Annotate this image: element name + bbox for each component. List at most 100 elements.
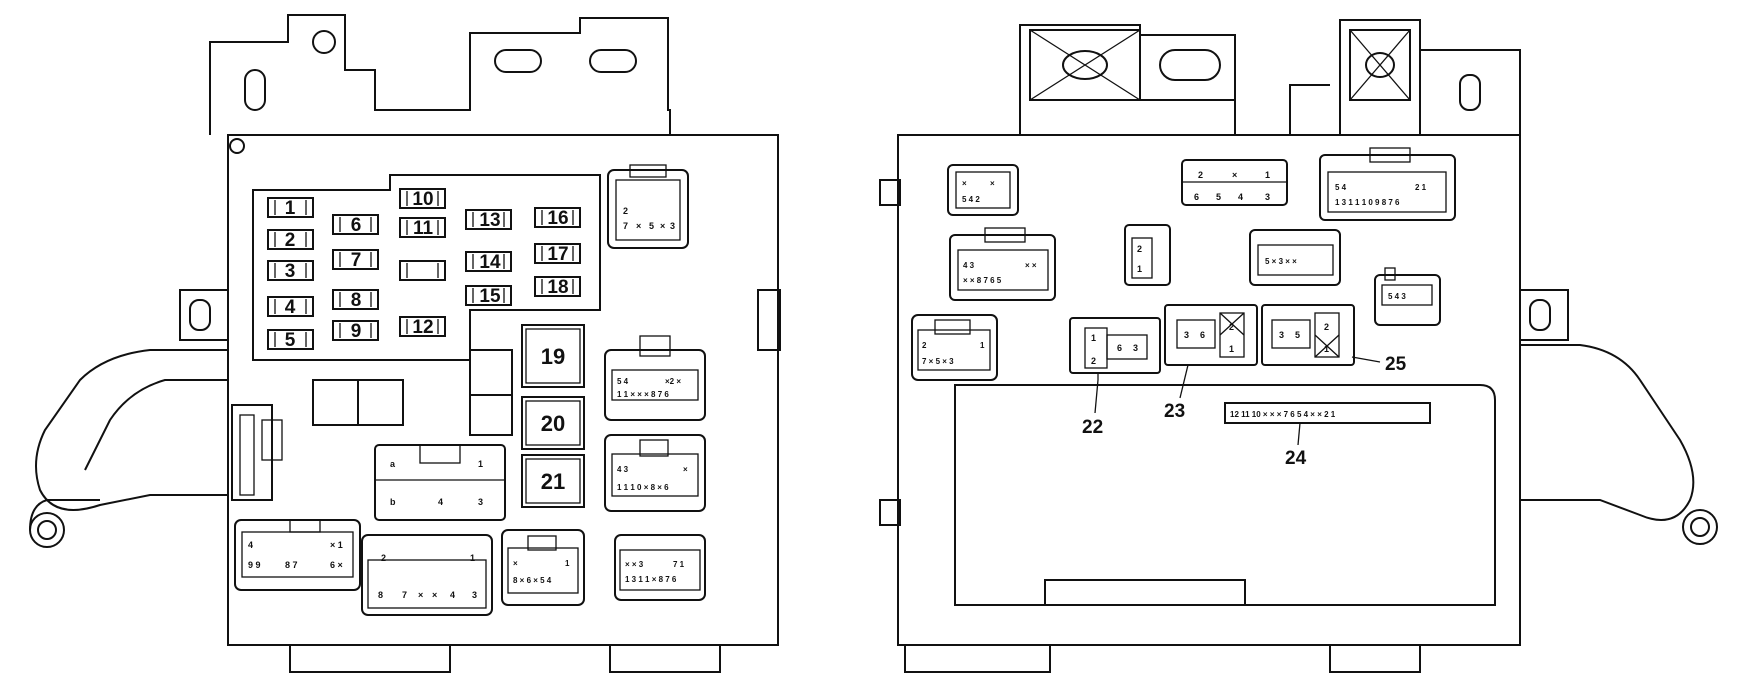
fuse-3: 3 (267, 260, 314, 282)
fuse-group: 1 2 3 4 5 6 7 8 9 10 11 12 13 14 15 16 1… (267, 188, 581, 351)
pin-label: 5 (1216, 192, 1221, 202)
pin-label: 3 (1133, 343, 1138, 353)
connector-bottom-large: 2 1 8 7 × × 4 3 (361, 534, 493, 616)
svg-text:3: 3 (670, 221, 675, 231)
pin-label: 2 (381, 553, 386, 563)
fuse-18: 18 (534, 276, 581, 298)
svg-text:× × 3: × × 3 (625, 560, 644, 569)
fuse-label: 17 (547, 244, 568, 265)
svg-text:2: 2 (1137, 244, 1142, 254)
pin-label: 2 (1198, 170, 1203, 180)
pin-label: 12 11 10 × × × 7 6 5 4 × × 2 1 (1230, 410, 1336, 419)
pin-label: 3 (478, 497, 483, 507)
svg-text:4: 4 (248, 540, 253, 550)
svg-text:1: 1 (565, 559, 570, 568)
callout-23: 23 (1164, 401, 1185, 422)
fuse-label: 11 (413, 218, 434, 239)
connector-r1: ×× 5 4 2 (947, 164, 1019, 216)
relay-label: 19 (541, 344, 565, 369)
svg-text:1 3 1 1 1 0 9 8 7 6: 1 3 1 1 1 0 9 8 7 6 (1335, 198, 1400, 207)
svg-text:5 4 2: 5 4 2 (962, 195, 980, 204)
pin-label: 1 (478, 459, 483, 469)
relay-21: 21 (521, 454, 585, 508)
pin-label: 1 (470, 553, 475, 563)
connector-22: 1 2 6 3 (1069, 317, 1161, 380)
fuse-label: 10 (412, 189, 433, 210)
svg-text:1 1 1 0 × 8 × 6: 1 1 1 0 × 8 × 6 (617, 483, 669, 492)
fuse-13: 13 (465, 209, 512, 231)
connector-24: 12 11 10 × × × 7 6 5 4 × × 2 1 (1224, 402, 1431, 424)
fuse-10: 10 (399, 188, 446, 210)
pin-label: 1 (1091, 333, 1096, 343)
svg-text:2: 2 (623, 206, 628, 216)
pin-label: 4 (1238, 192, 1243, 202)
relay-19: 19 (521, 324, 585, 388)
svg-text:5 4: 5 4 (617, 377, 629, 386)
svg-text:×: × (660, 221, 665, 231)
connector-right-2: 4 3× 1 1 1 0 × 8 × 6 (604, 434, 706, 512)
connector-25: 3 5 2 1 (1261, 304, 1355, 366)
fuse-17: 17 (534, 243, 581, 265)
pin-label: × (418, 590, 423, 600)
connector-23: 3 6 2 1 (1164, 304, 1258, 366)
svg-text:4 3: 4 3 (963, 261, 975, 270)
svg-text:7 1: 7 1 (673, 560, 685, 569)
connector-top-right: 27×5×3 (607, 164, 689, 249)
pin-label: × (1232, 170, 1237, 180)
svg-text:5: 5 (649, 221, 654, 231)
pin-label: 2 (1091, 356, 1096, 366)
pin-label: 8 (378, 590, 383, 600)
pin-label: 6 (1200, 330, 1205, 340)
fuse-label: 12 (412, 317, 433, 338)
fuse-blank (399, 260, 446, 281)
fuse-12: 12 (399, 316, 446, 338)
fuse-7: 7 (332, 249, 379, 271)
fuse-label: 6 (351, 215, 362, 236)
connector-left-vertical (231, 404, 283, 501)
svg-text:1 1 × × × 8 7 6: 1 1 × × × 8 7 6 (617, 390, 669, 399)
pin-label: 6 (1194, 192, 1199, 202)
fuse-label: 8 (351, 290, 362, 311)
connector-r7: 5 4 3 (1374, 267, 1441, 326)
svg-text:× 1: × 1 (330, 540, 343, 550)
svg-text:8 × 6 × 5 4: 8 × 6 × 5 4 (513, 576, 552, 585)
fuse-label: 13 (479, 210, 500, 231)
fuse-label: 15 (479, 286, 501, 307)
connector-r6: 5 × 3 × × (1249, 229, 1341, 286)
connector-right-1: 5 4 ×2 × 1 1 × × × 8 7 6 (604, 335, 706, 421)
connector-bottom-mid: ×1 8 × 6 × 5 4 (501, 529, 585, 606)
svg-text:8 7: 8 7 (285, 560, 298, 570)
pin-label: 1 (1229, 344, 1234, 354)
pin-label: 5 (1295, 330, 1300, 340)
svg-text:× ×: × × (1025, 261, 1037, 270)
callout-24: 24 (1285, 448, 1307, 469)
svg-text:2: 2 (922, 341, 927, 350)
pin-label: b (390, 497, 396, 507)
connector-r2: 2 × 1 6 5 4 3 (1181, 159, 1288, 206)
fuse-6: 6 (332, 214, 379, 236)
svg-text:5 × 3 × ×: 5 × 3 × × (1265, 257, 1297, 266)
fuse-14: 14 (465, 251, 512, 273)
fuse-2: 2 (267, 229, 314, 251)
connector-r5: 21 (1124, 224, 1171, 286)
svg-text:×2 ×: ×2 × (665, 377, 681, 386)
svg-text:×: × (636, 221, 641, 231)
svg-text:×: × (962, 179, 967, 188)
pin-label: a (390, 459, 396, 469)
svg-text:4 3: 4 3 (617, 465, 629, 474)
svg-text:7 × 5 × 3: 7 × 5 × 3 (922, 357, 954, 366)
callout-22: 22 (1082, 417, 1103, 438)
svg-text:2 1: 2 1 (1415, 183, 1427, 192)
fuse-label: 18 (547, 277, 568, 298)
pin-label: 2 (1229, 322, 1234, 332)
svg-text:5 4 3: 5 4 3 (1388, 292, 1406, 301)
fuse-label: 1 (285, 198, 296, 219)
fuse-label: 5 (285, 330, 296, 351)
pin-label: 3 (1265, 192, 1270, 202)
svg-text:6 ×: 6 × (330, 560, 343, 570)
pin-label: × (432, 590, 437, 600)
